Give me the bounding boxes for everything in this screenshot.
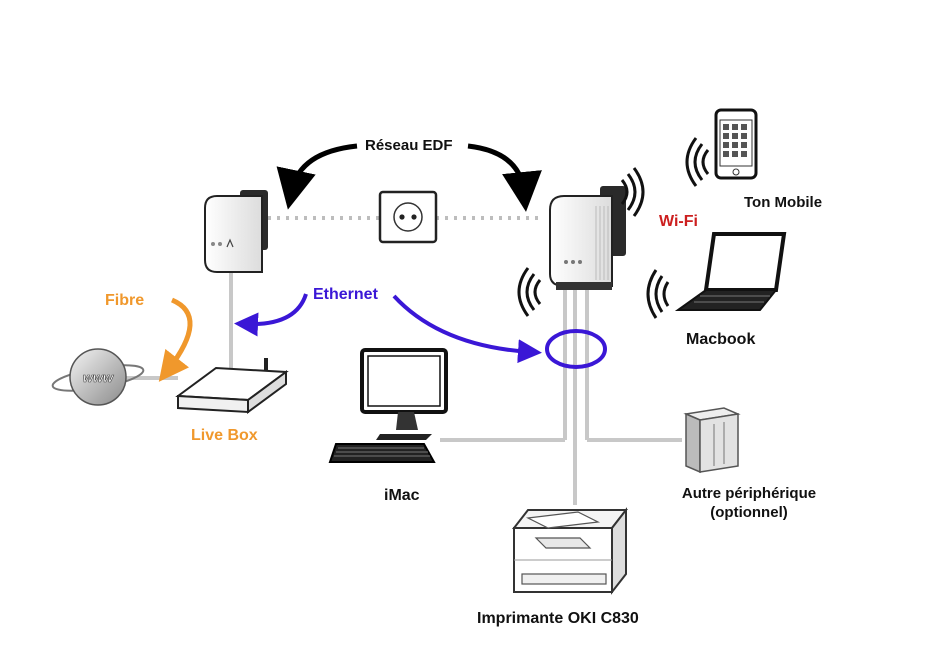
wifi-label: Wi-Fi [659,213,698,230]
ethernet-arrows [234,293,542,364]
fibre-label: Fibre [105,292,145,309]
globe-icon: www [51,348,145,406]
autre-peripherique-line1: Autre périphérique [681,485,817,502]
router-icon [175,358,289,414]
ethernet-label: Ethernet [313,286,378,303]
imprimante-label: Imprimante OKI C830 [477,610,639,627]
ethernet-port-highlight [545,329,607,369]
reseau-edf-label: Réseau EDF [363,137,455,154]
imac-label: iMac [384,487,420,504]
monitor-icon [360,348,448,440]
wall-socket-icon [378,190,438,244]
powerline-adapter-left-icon [204,190,268,273]
autre-peripherique-line2: (optionnel) [710,504,788,521]
powerline-adapter-right-icon [549,186,626,290]
nas-icon [683,407,741,474]
phone-icon [685,108,758,187]
laptop-icon [646,232,787,319]
keyboard-icon [328,443,436,463]
powerline-arrows [276,143,542,212]
macbook-label: Macbook [686,331,756,348]
printer-icon [511,507,629,595]
fibre-arrow [158,297,193,382]
ton-mobile-label: Ton Mobile [744,194,823,211]
globe-www-text: www [83,370,114,385]
autre-peripherique-label: Autre périphérique (optionnel) [664,484,834,522]
live-box-label: Live Box [191,427,258,444]
wifi-waves-icon [517,167,645,317]
ethernet-cables [120,272,682,505]
